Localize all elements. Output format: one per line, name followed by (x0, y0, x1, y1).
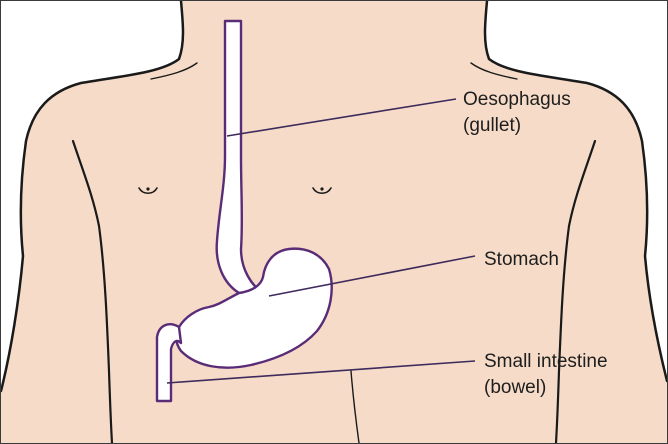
small-intestine-label-line1: Small intestine (484, 351, 608, 372)
left-nipple-dot (146, 187, 149, 190)
stomach-label: Stomach (484, 249, 559, 270)
small-intestine-label-line2: (bowel) (484, 377, 546, 398)
oesophagus-label-line2: (gullet) (463, 115, 521, 136)
right-nipple-dot (320, 187, 323, 190)
oesophagus-label-line1: Oesophagus (463, 89, 571, 110)
